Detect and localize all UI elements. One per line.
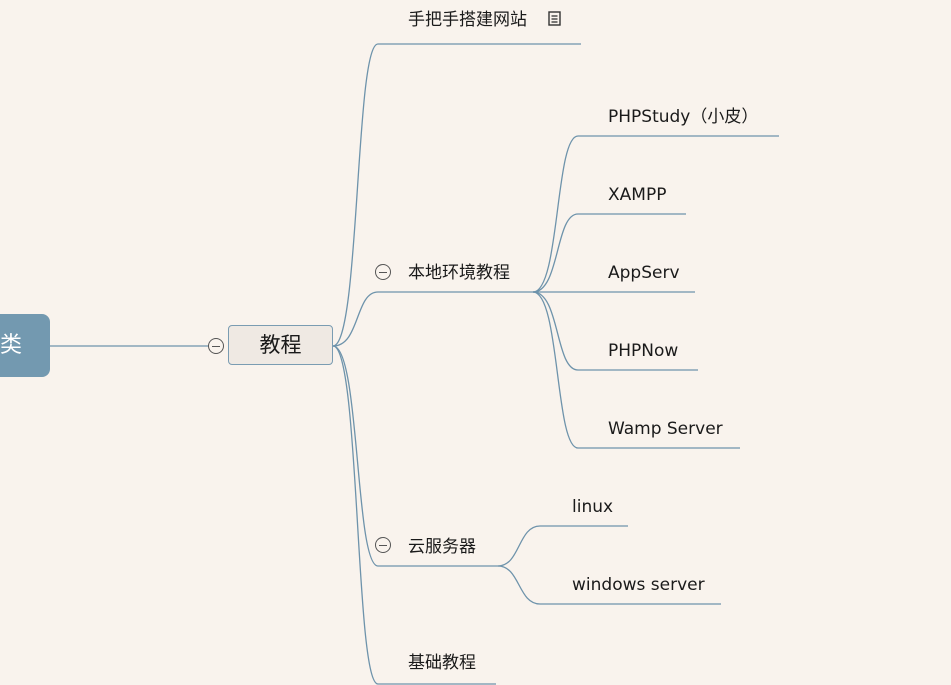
minus-circle-icon[interactable] xyxy=(375,537,391,553)
topic-basics[interactable]: 基础教程 xyxy=(408,653,476,673)
topic-wamp-server[interactable]: Wamp Server xyxy=(608,419,723,439)
topic-linux[interactable]: linux xyxy=(572,497,614,517)
minus-circle-icon[interactable] xyxy=(208,338,224,354)
topic-phpstudy[interactable]: PHPStudy（小皮） xyxy=(608,107,759,127)
topic-appserv[interactable]: AppServ xyxy=(608,263,680,283)
topic-local-env[interactable]: 本地环境教程 xyxy=(408,263,510,283)
minus-circle-icon[interactable] xyxy=(375,264,391,280)
topic-windows-server[interactable]: windows server xyxy=(572,575,705,595)
root-topic[interactable]: 类 xyxy=(0,314,50,377)
note-icon[interactable] xyxy=(548,11,561,26)
topic-phpnow[interactable]: PHPNow xyxy=(608,341,679,361)
topic-xampp[interactable]: XAMPP xyxy=(608,185,667,205)
main-topic[interactable]: 教程 xyxy=(228,325,333,365)
topic-cloud-server[interactable]: 云服务器 xyxy=(408,537,476,557)
topic-site-build[interactable]: 手把手搭建网站 xyxy=(408,10,527,30)
main-topic-label: 教程 xyxy=(259,333,302,357)
root-topic-label: 类 xyxy=(0,333,22,358)
